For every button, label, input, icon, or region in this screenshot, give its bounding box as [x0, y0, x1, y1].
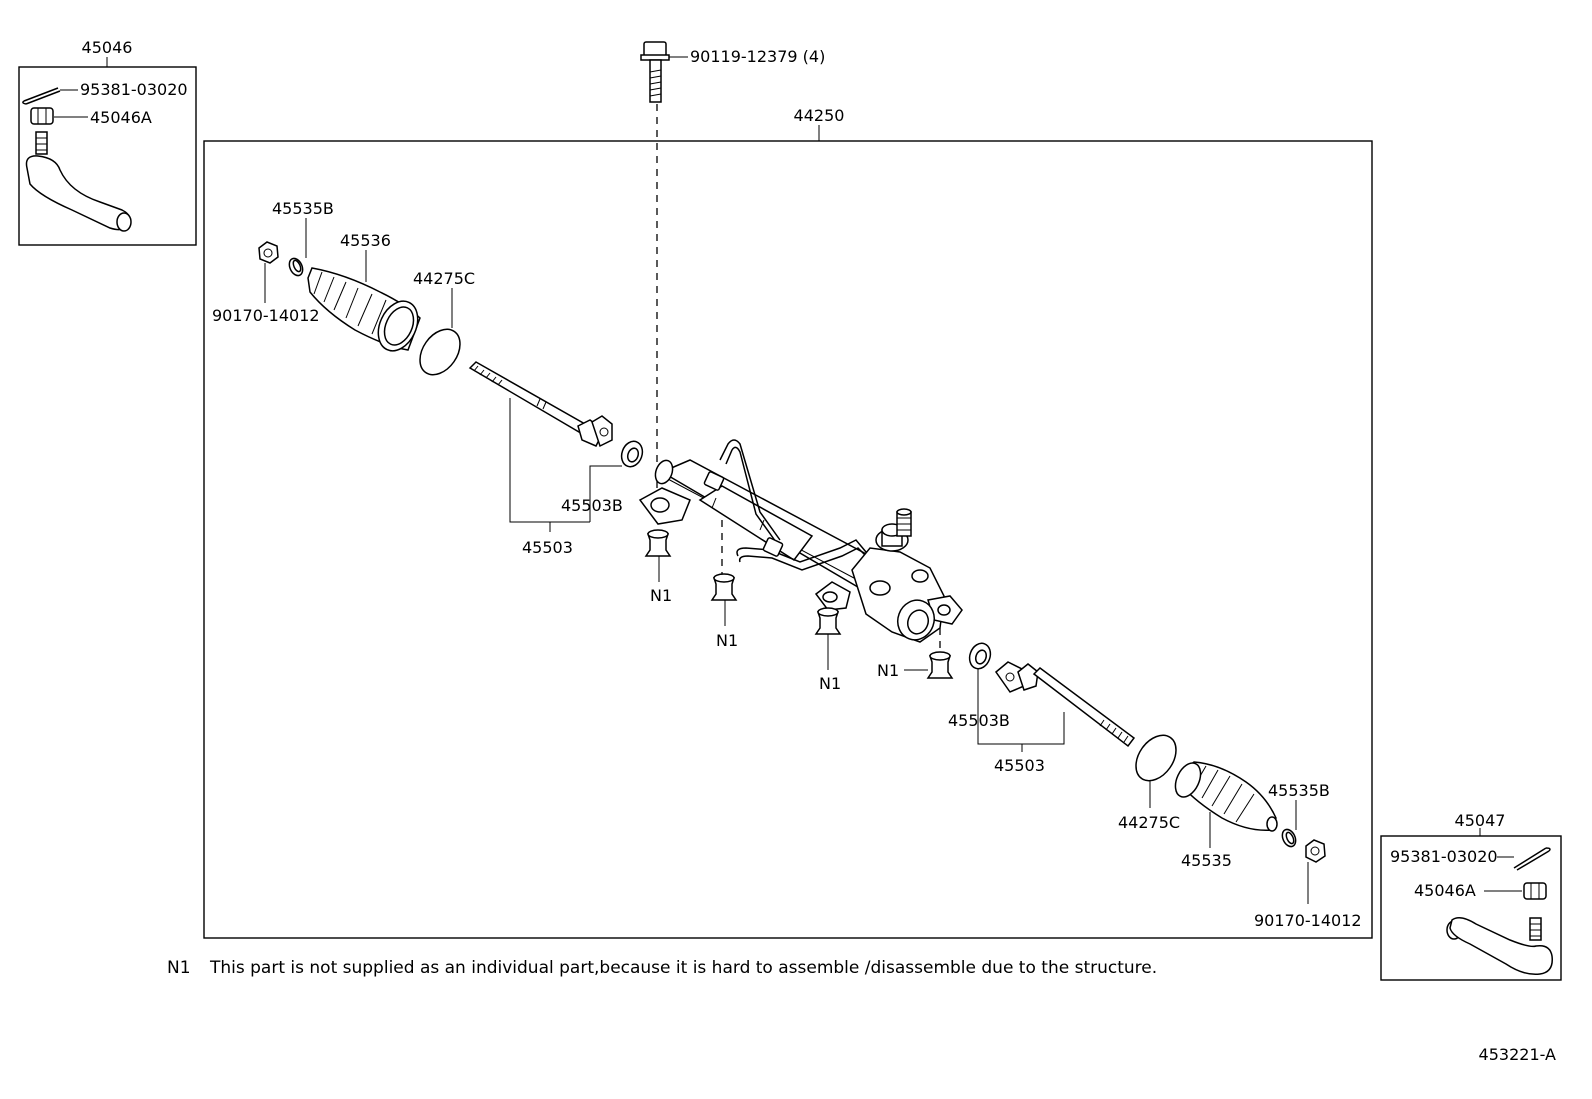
- figure-id: 453221-A: [1479, 1045, 1557, 1064]
- hex-nut-right-icon: [1305, 839, 1326, 863]
- rack-boot-right-icon: [1174, 761, 1278, 832]
- rack-assembly-box: [203, 140, 1373, 939]
- label-45046A-right: 45046A: [1414, 881, 1476, 900]
- label-45503-right: 45503: [994, 756, 1045, 775]
- kit-box-right: [1380, 835, 1562, 981]
- bushing-n1-b-icon: [710, 573, 738, 601]
- label-45047: 45047: [1455, 811, 1506, 830]
- bushing-n1-c-icon: [814, 607, 842, 635]
- castle-nut-right-icon: [1523, 882, 1547, 900]
- boot-clamp-left-icon: [288, 257, 304, 277]
- steering-rack-housing-icon: [638, 439, 963, 643]
- label-90170-14012-left: 90170-14012: [212, 306, 320, 325]
- label-95381-03020-left: 95381-03020: [80, 80, 188, 99]
- label-n1-d: N1: [877, 661, 899, 680]
- label-45503B-right: 45503B: [948, 711, 1010, 730]
- label-45535: 45535: [1181, 851, 1232, 870]
- label-90119-12379: 90119-12379 (4): [690, 47, 825, 66]
- tie-rod-end-right-icon: [1446, 917, 1553, 976]
- label-n1-b: N1: [716, 631, 738, 650]
- claw-washer-right-icon: [968, 642, 992, 670]
- bushing-n1-a-icon: [644, 529, 672, 557]
- footnote-code: N1: [167, 958, 191, 978]
- ring-right-icon: [1135, 734, 1177, 782]
- castle-nut-left-icon: [30, 107, 54, 125]
- label-45535B-right: 45535B: [1268, 781, 1330, 800]
- label-45535B-left: 45535B: [272, 199, 334, 218]
- label-45046: 45046: [82, 38, 133, 57]
- label-90170-14012-right: 90170-14012: [1254, 911, 1362, 930]
- label-44275C-right: 44275C: [1118, 813, 1180, 832]
- bushing-n1-d-icon: [926, 651, 954, 679]
- tie-rod-end-kit-right: 45047 95381-03020 45046A: [1380, 811, 1562, 981]
- rack-boot-left-icon: [307, 267, 421, 352]
- hex-nut-left-icon: [258, 241, 279, 264]
- ring-left-icon: [419, 328, 461, 376]
- mounting-bolt-icon: [640, 41, 670, 103]
- footnote-text: This part is not supplied as an individu…: [209, 958, 1157, 978]
- claw-washer-left-icon: [620, 440, 644, 468]
- label-44275C-left: 44275C: [413, 269, 475, 288]
- label-n1-c: N1: [819, 674, 841, 693]
- tie-rod-right-icon: [994, 661, 1136, 748]
- tie-rod-end-kit-left: 45046 95381-03020 45046A: [18, 38, 197, 246]
- label-44250: 44250: [794, 106, 845, 125]
- tie-rod-end-left-icon: [25, 131, 132, 232]
- label-45046A-left: 45046A: [90, 108, 152, 127]
- label-n1-a: N1: [650, 586, 672, 605]
- boot-clamp-right-icon: [1281, 828, 1297, 848]
- tie-rod-left-icon: [468, 361, 613, 448]
- cotter-pin-left-icon: [22, 87, 61, 105]
- label-45503-left: 45503: [522, 538, 573, 557]
- label-45503B-left: 45503B: [561, 496, 623, 515]
- cotter-pin-right-icon: [1513, 847, 1551, 871]
- label-95381-03020-right: 95381-03020: [1390, 847, 1498, 866]
- label-45536: 45536: [340, 231, 391, 250]
